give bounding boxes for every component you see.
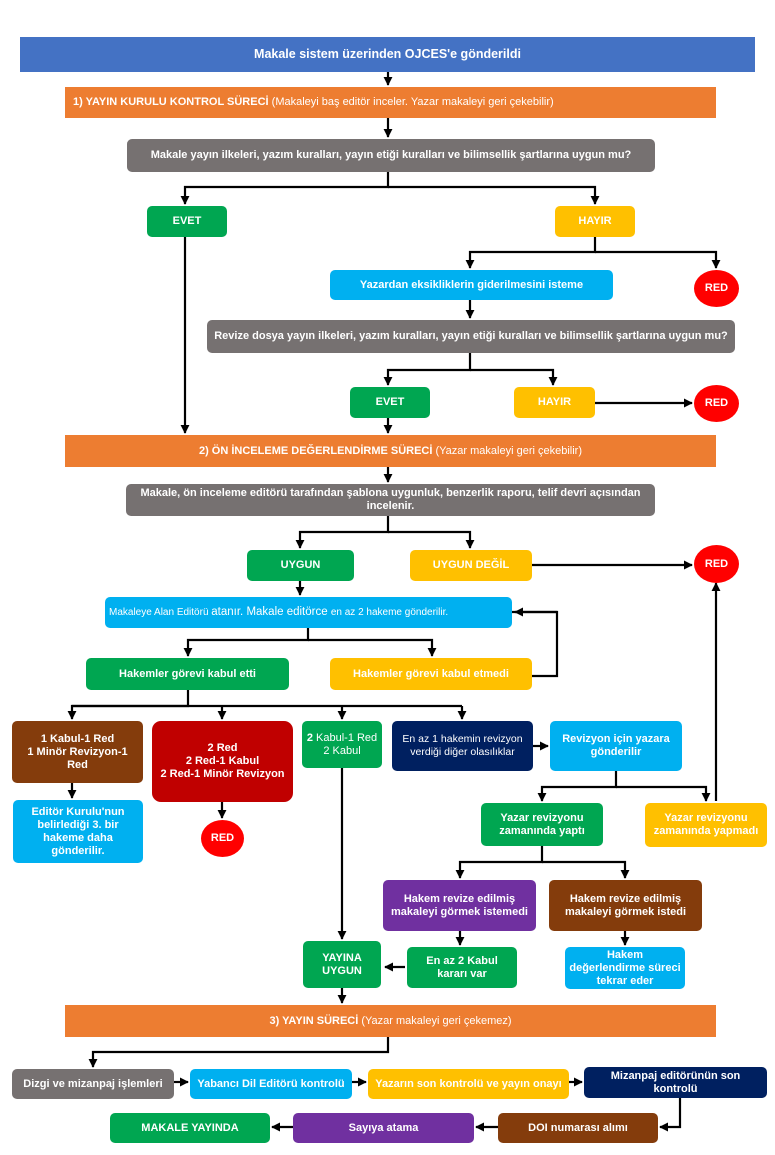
reject-circle-2: RED (694, 385, 739, 422)
submission-header-text: Makale sistem üzerinden OJCES'e gönderil… (254, 47, 521, 61)
submission-header: Makale sistem üzerinden OJCES'e gönderil… (20, 37, 755, 72)
stage-2-note: (Yazar makaleyi geri çekebilir) (432, 444, 583, 457)
pre-review-check: Makale, ön inceleme editörü tarafından ş… (126, 484, 655, 516)
stage-1-title: 1) YAYIN KURULU KONTROL SÜRECİ (73, 96, 269, 108)
stage-3-title: 3) YAYIN SÜRECİ (269, 1014, 359, 1027)
two-accepts-box: En az 2 Kabul kararı var (407, 947, 517, 988)
layout-editor-final-box: Mizanpaj editörünün son kontrolü (584, 1067, 767, 1098)
stage-2-title: 2) ÖN İNCELEME DEĞERLENDİRME SÜRECİ (198, 444, 433, 457)
stage-2-banner: 2) ÖN İNCELEME DEĞERLENDİRME SÜRECİ (Yaz… (65, 435, 716, 467)
doi-box: DOI numarası alımı (498, 1113, 658, 1143)
revised-no-box: HAYIR (514, 387, 595, 418)
send-to-author-box: Revizyon için yazara gönderilir (550, 721, 682, 771)
published-box: MAKALE YAYINDA (110, 1113, 270, 1143)
request-fix-box: Yazardan eksikliklerin giderilmesini ist… (330, 270, 613, 300)
referee-requests-review-box: Hakem revize edilmiş makaleyi görmek ist… (549, 880, 702, 931)
third-referee-box: Editör Kurulu'nun belirlediği 3. bir hak… (13, 800, 143, 863)
stage-1-banner: 1) YAYIN KURULU KONTROL SÜRECİ (Makaleyi… (65, 87, 716, 118)
issue-assignment-box: Sayıya atama (293, 1113, 474, 1143)
reject-circle-4: RED (201, 820, 244, 857)
re-evaluation-box: Hakem değerlendirme süreci tekrar eder (565, 947, 685, 989)
assign-editor-box: Makaleye Alan Editörü atanır. Makale edi… (105, 597, 512, 628)
stage-3-note: (Yazar makaleyi geri çekemez) (358, 1014, 512, 1027)
author-late-box: Yazar revizyonu zamanında yapmadı (645, 803, 767, 847)
revised-compliance-question: Revize dosya yayın ilkeleri, yazım kural… (207, 320, 735, 353)
author-final-check-box: Yazarın son kontrolü ve yayın onayı (368, 1069, 569, 1099)
language-editor-box: Yabancı Dil Editörü kontrolü (190, 1069, 352, 1099)
initial-no-box: HAYIR (555, 206, 635, 237)
initial-compliance-question: Makale yayın ilkeleri, yazım kuralları, … (127, 139, 655, 172)
reject-circle-3: RED (694, 545, 739, 583)
revised-yes-box: EVET (350, 387, 430, 418)
referees-declined-box: Hakemler görevi kabul etmedi (330, 658, 532, 690)
stage-1-note: (Makaleyi baş editör inceler. Yazar maka… (268, 96, 554, 108)
suitable-box: UYGUN (247, 550, 354, 581)
outcome-revision-box: En az 1 hakemin revizyon verdiği diğer o… (392, 721, 533, 771)
referee-declines-review-box: Hakem revize edilmiş makaleyi görmek ist… (383, 880, 536, 931)
ready-to-publish-box: YAYINA UYGUN (303, 941, 381, 988)
initial-yes-box: EVET (147, 206, 227, 237)
reject-circle-1: RED (694, 270, 739, 307)
author-on-time-box: Yazar revizyonu zamanında yaptı (481, 803, 603, 846)
not-suitable-box: UYGUN DEĞİL (410, 550, 532, 581)
referees-accepted-box: Hakemler görevi kabul etti (86, 658, 289, 690)
stage-3-banner: 3) YAYIN SÜRECİ (Yazar makaleyi geri çek… (65, 1005, 716, 1037)
typesetting-box: Dizgi ve mizanpaj işlemleri (12, 1069, 174, 1099)
